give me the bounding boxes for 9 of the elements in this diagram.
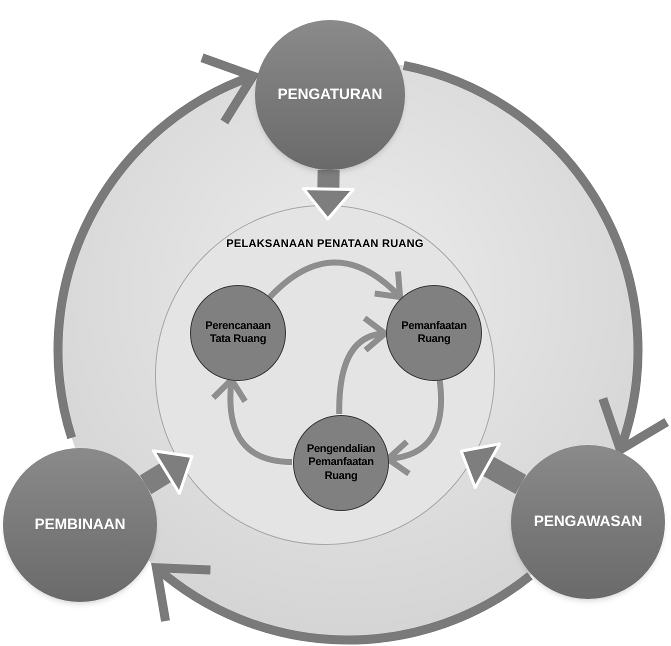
circle-heading: PELAKSANAAN PENATAAN RUANG (225, 237, 425, 252)
cycle-arrow (54, 56, 258, 439)
block-arrow (460, 442, 526, 494)
block-arrow (302, 170, 355, 221)
cycle-arrow (152, 562, 533, 644)
block-arrow (140, 449, 194, 495)
cycle-arrow (402, 61, 670, 454)
curved-arrow (336, 316, 388, 414)
curved-arrow (268, 260, 404, 300)
